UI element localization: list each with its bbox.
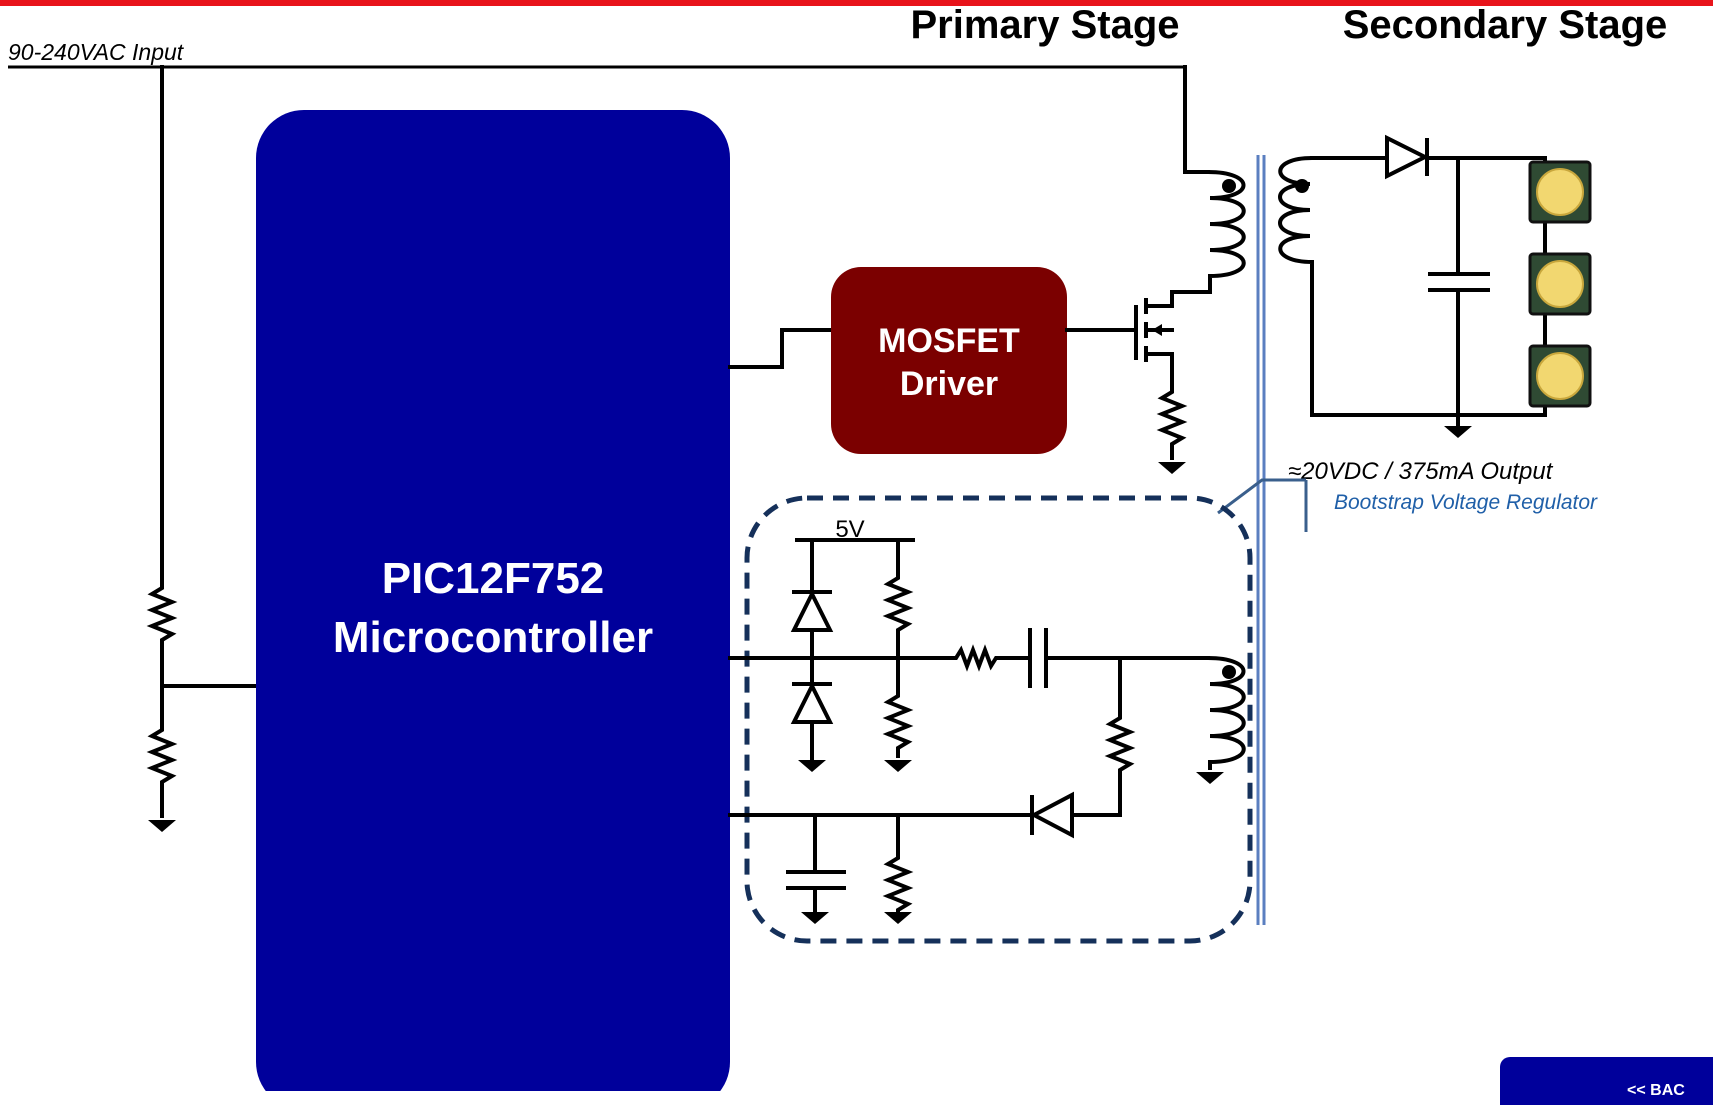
resistor-icon	[146, 686, 178, 818]
mosfet-icon	[1134, 282, 1212, 386]
resistor-icon	[882, 688, 914, 758]
inductor-icon	[1278, 156, 1314, 415]
resistor-icon	[1156, 384, 1188, 460]
ground-icon	[1444, 426, 1472, 438]
resistor-icon	[1072, 710, 1136, 817]
mosfet-driver-block	[831, 267, 1067, 454]
diode-icon	[1029, 791, 1074, 839]
inductor-icon	[1207, 170, 1246, 292]
top-rule	[0, 0, 1713, 6]
callout-leader	[1217, 478, 1306, 515]
ground-icon	[1196, 772, 1224, 784]
resistor-icon	[950, 644, 1028, 672]
driver-caption: Driver	[900, 365, 998, 403]
polarity-dot	[1222, 179, 1236, 193]
polarity-dot	[1222, 665, 1236, 679]
output-label: ≈20VDC / 375mA Output	[1288, 458, 1554, 485]
input-voltage-divider	[146, 65, 260, 832]
resistor-icon	[882, 570, 914, 688]
diode-icon	[790, 681, 834, 724]
back-button[interactable]: << BAC	[1500, 1057, 1713, 1105]
capacitor-icon	[1028, 628, 1048, 688]
input-label: 90-240VAC Input	[8, 39, 185, 65]
diode-icon	[790, 589, 834, 632]
gate-signal-wire	[728, 328, 834, 369]
bootstrap-label: Bootstrap Voltage Regulator	[1334, 491, 1598, 514]
resistor-icon	[146, 580, 178, 686]
diode-icon	[1385, 134, 1430, 180]
led-icon	[1528, 344, 1592, 408]
mcu-caption: Microcontroller	[333, 613, 653, 662]
transformer-core-icon	[1256, 155, 1266, 925]
ground-icon	[1158, 462, 1186, 474]
ground-icon	[801, 912, 829, 924]
ground-icon	[884, 760, 912, 772]
mcu-name: PIC12F752	[382, 554, 605, 603]
capacitor-icon	[786, 870, 846, 890]
inductor-icon	[1207, 656, 1246, 770]
led-icon	[1528, 160, 1592, 224]
capacitor-icon	[1428, 272, 1490, 292]
resistor-icon	[882, 850, 914, 912]
microcontroller-block	[256, 110, 730, 1105]
polarity-dot	[1295, 179, 1309, 193]
ground-icon	[798, 760, 826, 772]
primary-feed-wire	[1183, 65, 1210, 174]
led-icon	[1528, 252, 1592, 316]
driver-title: MOSFET	[878, 322, 1020, 360]
secondary-stage-title: Secondary Stage	[1343, 3, 1668, 47]
ground-icon	[148, 820, 176, 832]
ground-icon	[884, 912, 912, 924]
primary-stage-title: Primary Stage	[910, 3, 1179, 47]
bootstrap-regulator-outline	[744, 495, 1253, 944]
